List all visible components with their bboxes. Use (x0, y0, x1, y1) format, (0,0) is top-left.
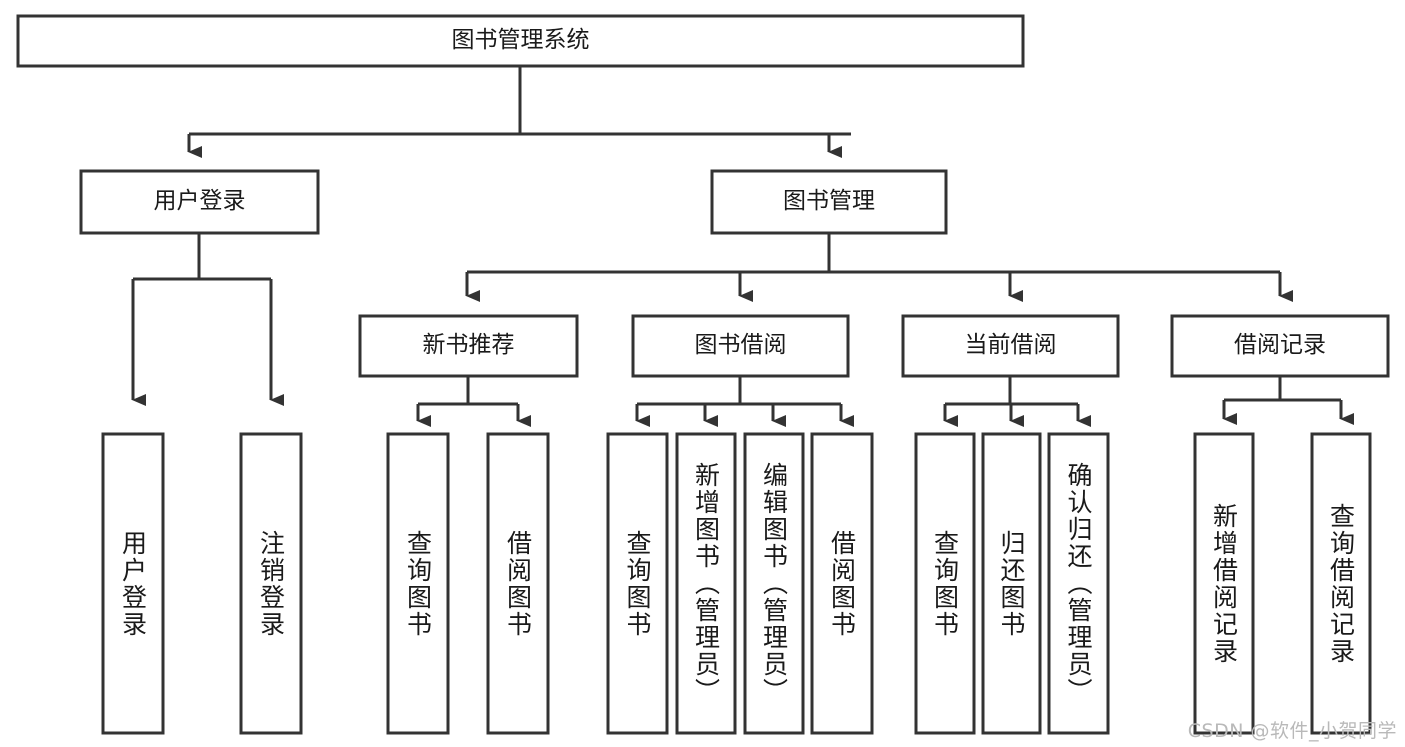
node-box-leaf-logout[interactable] (239, 432, 303, 735)
node-box-leaf-query-book-cb[interactable] (914, 432, 976, 735)
watermark-text: CSDN @软件_小贺同学 (1187, 720, 1397, 742)
node-box-root[interactable] (16, 14, 1025, 68)
node-box-leaf-borrow-book-nb[interactable] (486, 432, 550, 735)
node-box-current-borrow[interactable] (901, 314, 1120, 378)
connector-newbook-to-leaves (416, 376, 531, 427)
node-box-book-borrow[interactable] (631, 314, 850, 378)
node-box-leaf-return-book[interactable] (981, 432, 1042, 735)
node-box-leaf-user-login[interactable] (101, 432, 165, 735)
node-box-book-management[interactable] (710, 169, 948, 235)
connector-root-to-level2 (187, 66, 851, 158)
connector-currentborrow-to-leaves (943, 376, 1091, 427)
connector-bookborrow-to-leaves (635, 376, 854, 427)
node-box-leaf-add-record[interactable] (1193, 432, 1255, 735)
node-box-leaf-query-book-nb[interactable] (386, 432, 450, 735)
node-box-leaf-query-book-bb[interactable] (606, 432, 669, 735)
node-box-user-login[interactable] (79, 169, 320, 235)
node-box-new-book-recommend[interactable] (358, 314, 579, 378)
connector-userlogin-to-leaves (131, 233, 284, 406)
connector-bookmgmt-to-level3 (465, 233, 1293, 302)
node-box-leaf-edit-book[interactable] (743, 432, 805, 735)
node-box-leaf-confirm-return[interactable] (1047, 432, 1110, 735)
connector-borrowrecord-to-leaves (1222, 376, 1354, 425)
node-box-leaf-borrow-book-bb[interactable] (810, 432, 874, 735)
node-box-leaf-add-book[interactable] (675, 432, 737, 735)
node-box-leaf-query-record[interactable] (1310, 432, 1372, 735)
node-box-borrow-record[interactable] (1170, 314, 1390, 378)
